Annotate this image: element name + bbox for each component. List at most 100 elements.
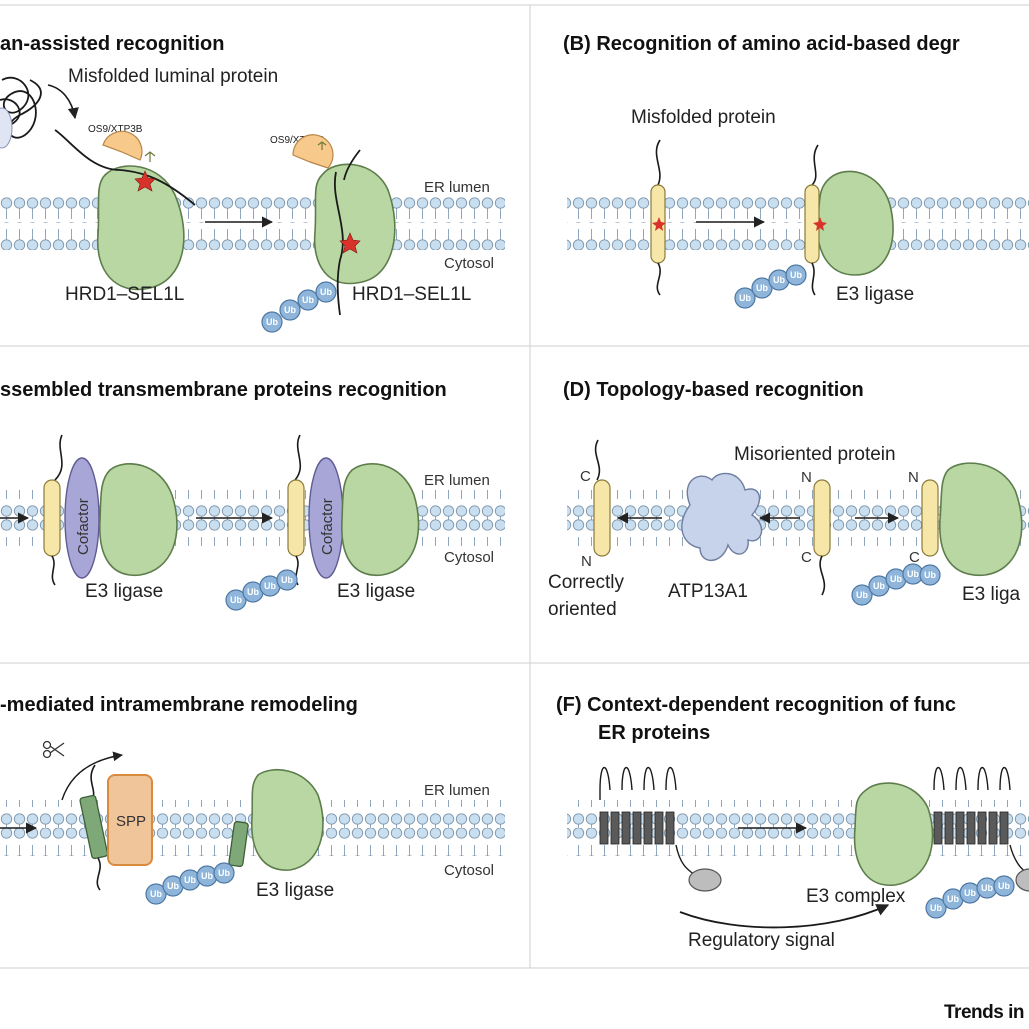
- c-terminus-3: C: [909, 549, 920, 566]
- cytosol-label-c: Cytosol: [444, 549, 494, 566]
- scissors-icon: [42, 740, 65, 759]
- chaperone-shape: [0, 107, 13, 149]
- spp-label: SPP: [116, 813, 146, 830]
- c-terminus-2: C: [801, 549, 812, 566]
- svg-text:Ub: Ub: [773, 275, 785, 285]
- e3-complex-label: E3 complex: [806, 886, 906, 907]
- cytosol-label-a: Cytosol: [444, 255, 494, 272]
- svg-text:Ub: Ub: [302, 295, 314, 305]
- svg-text:Ub: Ub: [230, 595, 242, 605]
- panel-f-title-2: ER proteins: [598, 722, 710, 744]
- atp13a1: [681, 472, 763, 562]
- tm-fragment-e-1: [79, 794, 109, 860]
- panel-f: (F) Context-dependent recognition of fun…: [556, 694, 1029, 951]
- svg-text:Ub: Ub: [873, 581, 885, 591]
- glycan-1: [144, 151, 156, 162]
- e3-complex-f: [853, 782, 934, 886]
- cytosol-label-e: Cytosol: [444, 862, 494, 879]
- os9-lectin-1: [102, 130, 143, 161]
- lectin-label-2: OS9/XTP3B: [270, 135, 325, 146]
- journal-footer: Trends in: [944, 1002, 1024, 1023]
- panel-f-title-1: (F) Context-dependent recognition of fun…: [556, 694, 956, 716]
- svg-text:Ub: Ub: [264, 581, 276, 591]
- ubiquitin-chain-c: Ub Ub Ub Ub: [225, 569, 298, 611]
- tm-helix-d-2: [813, 479, 831, 557]
- e3-ligase-label-e: E3 ligase: [256, 880, 334, 901]
- e3-ligase-d: [939, 462, 1023, 576]
- svg-text:Ub: Ub: [756, 283, 768, 293]
- ubiquitin-chain-f: Ub Ub Ub Ub Ub: [925, 875, 1015, 919]
- regulatory-signal-label: Regulatory signal: [688, 930, 835, 951]
- svg-text:Ub: Ub: [890, 574, 902, 584]
- svg-text:Ub: Ub: [907, 569, 919, 579]
- degron-star-1: [134, 170, 156, 192]
- panel-a: an-assisted recognition Misfolded lumina…: [0, 33, 505, 333]
- regulatory-arrow: [679, 904, 890, 929]
- svg-text:Ub: Ub: [930, 903, 942, 913]
- misoriented-protein-label: Misoriented protein: [734, 444, 896, 465]
- tm-helix-d-1: [593, 479, 611, 557]
- degron-star-2: [339, 232, 361, 254]
- atp13a1-label: ATP13A1: [668, 581, 748, 602]
- tm-helix-c-1: [43, 479, 61, 557]
- svg-text:Ub: Ub: [218, 868, 230, 878]
- n-terminus-3: N: [908, 469, 919, 486]
- panel-b: (B) Recognition of amino acid-based degr…: [563, 33, 1029, 309]
- multipass-protein-1: [599, 767, 722, 892]
- membrane-b: [567, 194, 1029, 250]
- panel-e-title: -mediated intramembrane remodeling: [0, 694, 358, 716]
- svg-text:Ub: Ub: [856, 590, 868, 600]
- hrd1-sel1l-complex-2: [313, 163, 396, 285]
- svg-text:Ub: Ub: [281, 575, 293, 585]
- er-lumen-label-e: ER lumen: [424, 782, 490, 799]
- tm-fragment-e-2: [228, 821, 249, 868]
- n-terminus-2: N: [801, 469, 812, 486]
- misfolded-protein-tangle: [0, 77, 42, 139]
- tm-helix-d-3: [921, 479, 939, 557]
- ubiquitin-chain-e: Ub Ub Ub Ub Ub: [145, 862, 235, 905]
- panel-e: -mediated intramembrane remodeling SPP E…: [0, 694, 505, 905]
- e3-ligase-label-c-1: E3 ligase: [85, 581, 163, 602]
- ubiquitin-chain-a: Ub Ub Ub Ub: [261, 281, 337, 333]
- glycan-2: [317, 141, 327, 150]
- lectin-label-1: OS9/XTP3B: [88, 124, 143, 135]
- misfolded-protein-label: Misfolded protein: [631, 107, 776, 128]
- hrd1-label-1: HRD1–SEL1L: [65, 284, 184, 305]
- svg-text:Ub: Ub: [924, 570, 936, 580]
- svg-text:Ub: Ub: [284, 305, 296, 315]
- svg-text:Ub: Ub: [790, 270, 802, 280]
- svg-text:Ub: Ub: [981, 883, 993, 893]
- er-lumen-label-c: ER lumen: [424, 472, 490, 489]
- svg-text:Ub: Ub: [184, 875, 196, 885]
- substrate-chain-1: [54, 129, 196, 206]
- svg-text:Ub: Ub: [998, 881, 1010, 891]
- correctly-oriented-label-2: oriented: [548, 599, 617, 620]
- svg-text:Ub: Ub: [947, 894, 959, 904]
- svg-text:Ub: Ub: [167, 881, 179, 891]
- ubiquitin-chain-d: Ub Ub Ub Ub Ub: [851, 563, 941, 606]
- cofactor-1: [64, 457, 100, 579]
- e3-ligase-label-b: E3 ligase: [836, 284, 914, 305]
- ubiquitin-chain-b: Ub Ub Ub Ub: [734, 264, 807, 309]
- cofactor-label-2: Cofactor: [319, 498, 336, 555]
- e3-ligase-e: [251, 768, 324, 871]
- svg-text:Ub: Ub: [150, 889, 162, 899]
- panel-d: (D) Topology-based recognition Misorient…: [548, 379, 1029, 620]
- multipass-protein-2: [933, 767, 1029, 892]
- e3-ligase-label-c-2: E3 ligase: [337, 581, 415, 602]
- n-terminus-1: N: [581, 553, 592, 570]
- svg-text:Ub: Ub: [964, 888, 976, 898]
- svg-text:Ub: Ub: [320, 287, 332, 297]
- panel-a-title: an-assisted recognition: [0, 33, 225, 55]
- svg-text:Ub: Ub: [739, 293, 751, 303]
- hrd1-label-2: HRD1–SEL1L: [352, 284, 471, 305]
- arrow-a-1: [47, 84, 79, 120]
- panel-c: ssembled transmembrane proteins recognit…: [0, 379, 505, 611]
- svg-text:Ub: Ub: [247, 587, 259, 597]
- os9-lectin-2: [292, 134, 334, 169]
- svg-text:Ub: Ub: [201, 871, 213, 881]
- cofactor-label-1: Cofactor: [75, 498, 92, 555]
- tm-helix-c-2: [287, 479, 305, 557]
- misfolded-luminal-label: Misfolded luminal protein: [68, 66, 278, 87]
